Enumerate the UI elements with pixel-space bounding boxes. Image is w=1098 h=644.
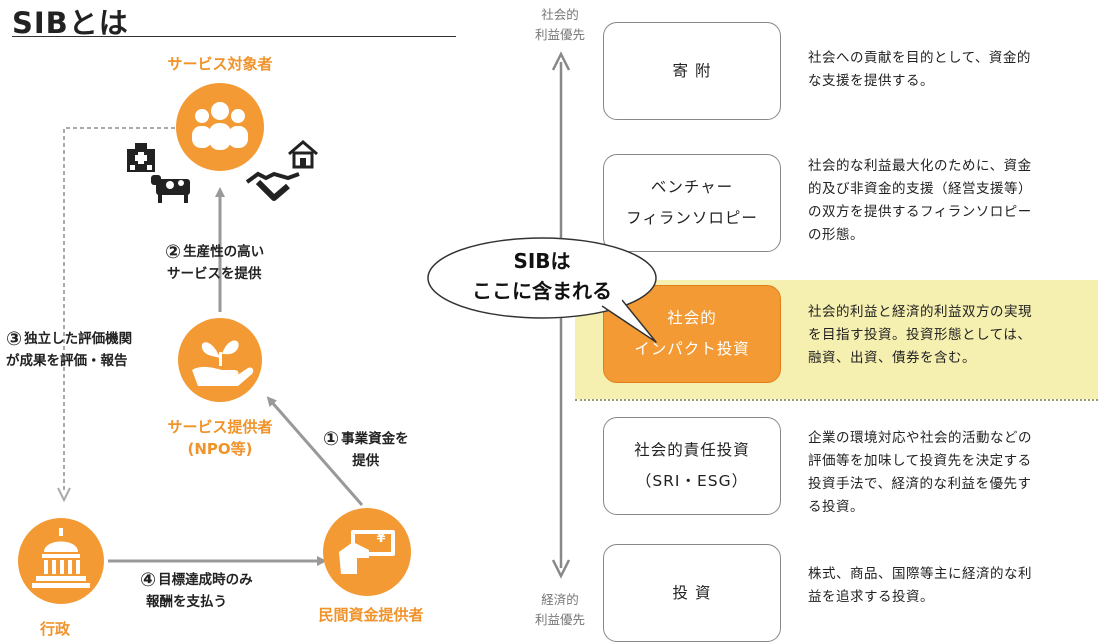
step-2-line1: 生産性の高い bbox=[183, 244, 265, 260]
desc-investment: 株式、商品、国際等主に経済的な利 益を追求する投資。 bbox=[808, 566, 1032, 605]
step-1-line1: 事業資金を bbox=[341, 431, 409, 447]
spectrum-box-impact-investment: 社会的 インパクト投資 bbox=[603, 285, 781, 383]
title-underline bbox=[12, 36, 456, 37]
spectrum-box-sri-esg: 社会的責任投資 （SRI・ESG） bbox=[603, 417, 781, 515]
people-icon bbox=[176, 83, 264, 171]
axis-top-label: 社会的 利益優先 bbox=[534, 7, 585, 42]
government-label: 行政 bbox=[39, 620, 70, 638]
private-funder-label: 民間資金提供者 bbox=[318, 606, 424, 624]
spectrum-box-donation: 寄 附 bbox=[603, 22, 781, 120]
axis-bottom-label: 経済的 利益優先 bbox=[534, 592, 585, 627]
spectrum-box-venture-philanthropy: ベンチャー フィランソロピー bbox=[603, 154, 781, 252]
service-provider-label: サービス提供者 (NPO等) bbox=[140, 416, 300, 460]
spectrum-box-investment: 投 資 bbox=[603, 544, 781, 642]
callout-bubble bbox=[427, 237, 657, 343]
hospital-icon bbox=[127, 143, 155, 172]
service-provider-line1: サービス提供者 bbox=[167, 418, 273, 436]
step-4-line1: 目標達成時のみ bbox=[158, 572, 253, 588]
arrow-funder-to-provider bbox=[266, 396, 364, 506]
government-building-icon bbox=[18, 518, 104, 604]
cow-icon bbox=[151, 175, 190, 203]
callout-text: SIBは ここに含まれる bbox=[432, 246, 652, 306]
plant-hand-icon bbox=[178, 318, 262, 402]
callout-line1: SIBは bbox=[513, 249, 571, 273]
step-1-number: ① bbox=[323, 428, 340, 450]
highlight-band-border bbox=[575, 399, 1098, 401]
service-target-label: サービス対象者 bbox=[167, 55, 273, 73]
desc-sri-esg: 企業の環境対応や社会的活動などの 評価等を加味して投資先を決定する 投資手法で、… bbox=[808, 430, 1032, 515]
yen-symbol: ¥ bbox=[376, 531, 386, 546]
desc-impact-investment: 社会的利益と経済的利益双方の実現 を目指す投資。投資形態としては、 融資、出資、… bbox=[808, 304, 1032, 366]
step-4-line2: 報酬を支払う bbox=[146, 594, 227, 610]
step-3-number: ③ bbox=[6, 328, 23, 350]
service-provider-line2: (NPO等) bbox=[187, 440, 253, 458]
arrow-evaluation-dashed bbox=[63, 127, 175, 492]
money-hand-icon bbox=[323, 508, 411, 596]
flow-arrows bbox=[57, 127, 364, 566]
step-2-number: ② bbox=[165, 241, 182, 263]
step-3-line1: 独立した評価機関 bbox=[24, 331, 133, 347]
step-2-line2: サービスを提供 bbox=[167, 266, 262, 282]
step-4-number: ④ bbox=[140, 569, 157, 591]
step-3-line2: が成果を評価・報告 bbox=[6, 353, 128, 369]
desc-donation: 社会への貢献を目的として、資金的 な支援を提供する。 bbox=[808, 50, 1031, 89]
desc-venture-philanthropy: 社会的な利益最大化のために、資金 的及び非資金的支援（経営支援等） の双方を提供… bbox=[808, 158, 1032, 243]
home-icon bbox=[288, 140, 318, 169]
handshake-icon bbox=[245, 171, 300, 201]
step-1-line2: 提供 bbox=[352, 453, 380, 469]
page-title: SIBとは bbox=[12, 6, 129, 40]
callout-line2: ここに含まれる bbox=[472, 279, 612, 303]
